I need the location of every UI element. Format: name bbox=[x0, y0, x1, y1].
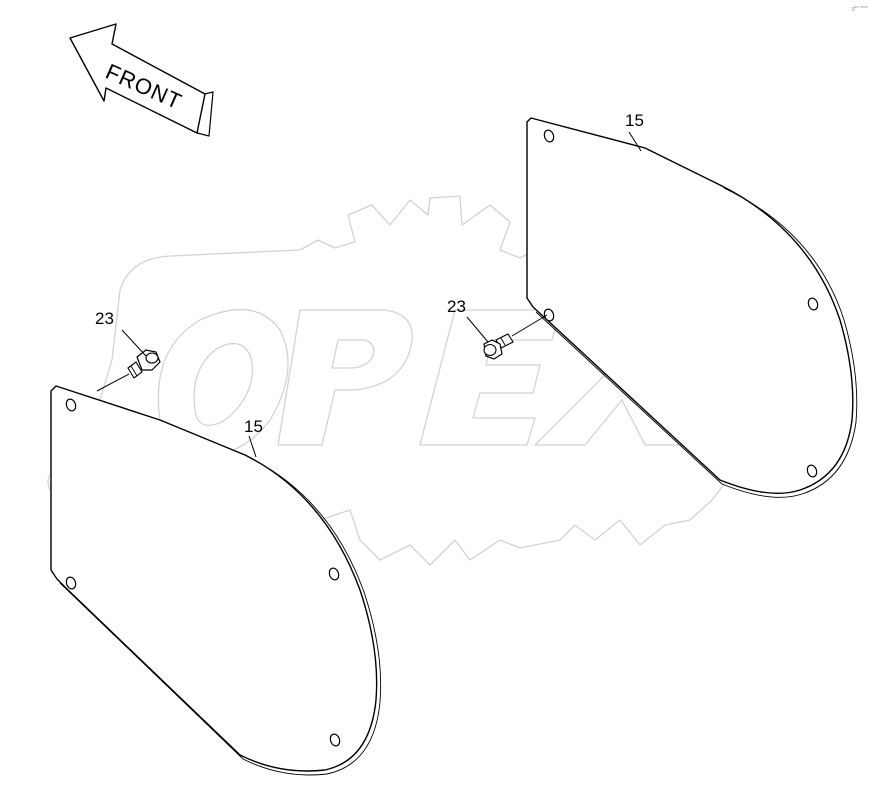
leader-line bbox=[96, 373, 130, 392]
hole bbox=[806, 464, 818, 478]
leader-line bbox=[628, 131, 642, 152]
callout-cover-left: 15 bbox=[244, 417, 263, 436]
cover-plate-right-shape bbox=[526, 117, 854, 494]
cover-plate-left-shape bbox=[50, 385, 378, 772]
cover-plate-left bbox=[50, 385, 382, 776]
hole bbox=[543, 129, 555, 143]
cover-plate-left-edge bbox=[59, 457, 382, 776]
hole bbox=[328, 567, 340, 581]
bolt-right bbox=[483, 333, 514, 360]
leader-line bbox=[466, 316, 489, 343]
leader-line bbox=[248, 435, 257, 458]
hole bbox=[65, 576, 77, 590]
callout-bolt-right: 23 bbox=[447, 297, 466, 316]
hole bbox=[65, 398, 77, 412]
callout-bolt-left: 23 bbox=[95, 309, 114, 328]
cover-plate-right bbox=[526, 117, 858, 498]
hole bbox=[807, 297, 819, 311]
leader-line bbox=[511, 314, 548, 337]
cover-plate-right-edge bbox=[535, 187, 858, 498]
callout-cover-right: 15 bbox=[625, 111, 644, 130]
leader-line bbox=[121, 329, 147, 357]
front-arrow-body bbox=[69, 23, 206, 134]
hole bbox=[329, 733, 341, 747]
front-arrow: FRONT bbox=[69, 23, 214, 137]
corner-code: g** **** bbox=[852, 6, 868, 12]
bolt-left bbox=[127, 349, 161, 379]
